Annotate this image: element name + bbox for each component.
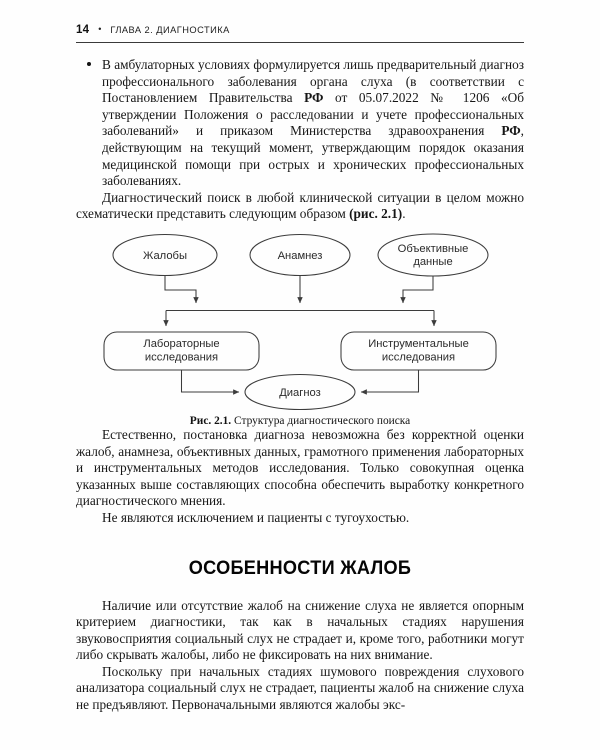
node-laboratory-label-line2: исследования <box>145 351 218 363</box>
connector-instrumental-to-diagnosis <box>360 369 420 395</box>
paragraph-complaints-criteria: Наличие или отсутствие жалоб на снижение… <box>76 597 524 663</box>
figure-caption-label: Рис. 2.1. <box>189 414 232 427</box>
diagnostic-flowchart: Жалобы Анамнез Объективные данные Лабора… <box>103 233 497 410</box>
section-heading-complaints: ОСОБЕННОСТИ ЖАЛОБ <box>188 556 412 579</box>
paragraph-diagnosis-assessment: Естественно, постановка диагноза невозмо… <box>76 426 524 509</box>
figure-2-1: Жалобы Анамнез Объективные данные Лабора… <box>76 233 524 427</box>
node-anamnesis-label: Анамнез <box>278 250 323 262</box>
node-diagnosis-label: Диагноз <box>279 387 321 399</box>
connector-objective-to-bus <box>400 275 434 304</box>
node-objective-data-label-line1: Объективные <box>398 243 469 255</box>
paragraph-hearing-loss-note: Не являются исключением и пациенты с туг… <box>102 509 410 525</box>
chapter-title: ГЛАВА 2. ДИАГНОСТИКА <box>110 25 230 35</box>
node-complaints-label: Жалобы <box>143 250 187 262</box>
connector-lab-to-diagnosis <box>180 369 240 395</box>
bullet-separator-icon: • <box>98 24 102 34</box>
node-objective-data-label-line2: данные <box>413 256 452 268</box>
page-number: 14 <box>76 24 90 36</box>
page-content: 14 • ГЛАВА 2. ДИАГНОСТИКА В амбулаторных… <box>76 24 524 714</box>
node-objective-data <box>377 233 489 277</box>
node-laboratory-label-line1: Лабораторные <box>143 338 219 350</box>
connector-complaints-to-bus <box>164 275 199 304</box>
bullet-point-icon <box>87 61 91 66</box>
figure-caption: Рис. 2.1. Структура диагностического пои… <box>76 415 524 427</box>
paragraph-noise-damage: Поскольку при начальных стадиях шумового… <box>76 663 524 713</box>
node-instrumental-label-line1: Инструментальные <box>368 338 469 350</box>
intro-paragraph: Диагностический поиск в любой клиническо… <box>76 189 524 222</box>
bullet-paragraph-text: В амбулаторных условиях формулируется ли… <box>102 57 524 189</box>
bullet-list-item: В амбулаторных условиях формулируется ли… <box>76 57 524 190</box>
header-divider <box>76 42 524 43</box>
running-head: 14 • ГЛАВА 2. ДИАГНОСТИКА <box>76 24 524 40</box>
figure-caption-text: Структура диагностического поиска <box>231 414 411 427</box>
node-diagnosis <box>244 373 356 410</box>
node-instrumental-label-line2: исследования <box>382 351 455 363</box>
